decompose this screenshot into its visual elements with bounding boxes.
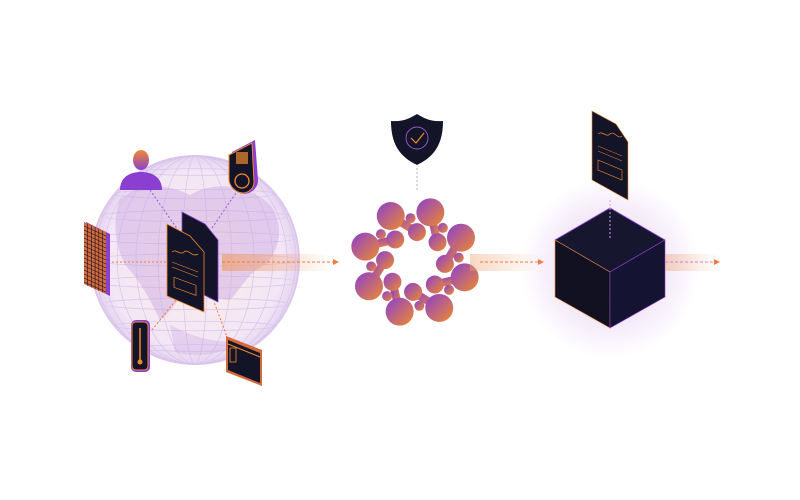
rack-line [83,245,107,257]
data-blob [376,202,426,242]
rack-line [83,273,107,285]
data-blob-ring-icon [351,198,479,326]
rack-line [83,233,107,245]
smartwatch-device-icon [228,140,258,194]
data-dot [366,261,377,272]
data-dot [375,229,386,240]
rack-line [83,269,107,281]
rack-line [83,281,107,293]
data-blob [404,282,454,322]
rack-line [83,261,107,273]
rack-line [83,249,107,261]
data-blob [355,251,395,301]
data-blob [351,230,405,261]
globe-latitude [114,320,276,332]
rack-line [83,257,107,269]
rack-line [83,253,107,265]
shield-check-icon [391,114,443,165]
user-icon [120,150,162,190]
arrow-right-icon [222,259,339,265]
data-dot [444,284,455,295]
thermometer-icon [131,320,150,372]
data-blob [416,198,447,252]
data-blob [435,223,475,273]
browser-window-icon [226,336,262,386]
rack-line [83,265,107,277]
cube-icon [554,207,666,329]
server-rack-icon [83,222,110,296]
data-dot [414,300,425,311]
rack-line [83,229,107,241]
documents-icon [166,211,219,313]
document-icon [591,110,629,201]
rack-line [83,241,107,253]
arrow-right-icon [665,259,720,265]
globe-latitude [114,188,276,200]
data-dot [453,252,464,263]
rack-line [83,277,107,289]
data-dot [437,222,448,233]
data-dot [382,291,393,302]
data-dot [405,213,416,224]
rack-line [83,225,107,237]
data-blob [383,272,414,326]
rack-line [83,237,107,249]
